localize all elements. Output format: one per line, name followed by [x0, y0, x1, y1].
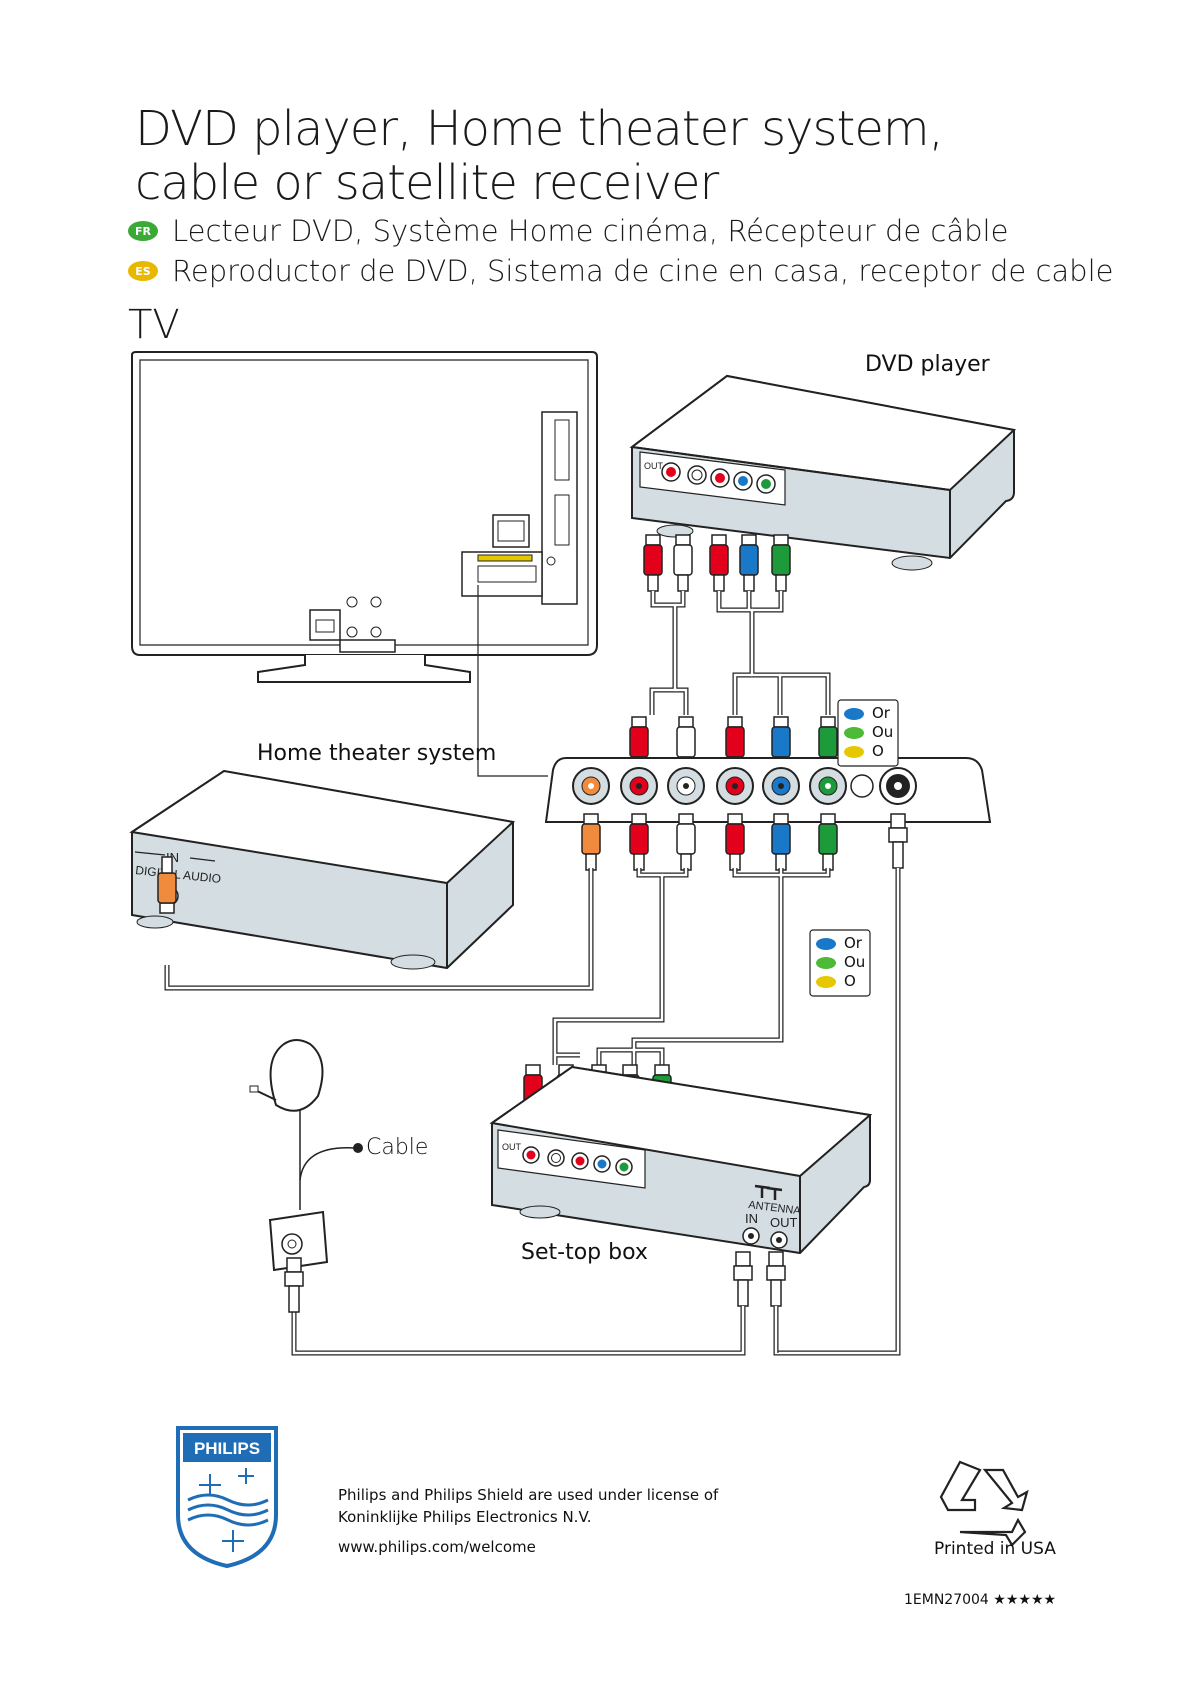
legend-2-item-0: Or	[816, 934, 865, 953]
tv-device	[131, 351, 598, 683]
satellite-dish-icon	[249, 1039, 324, 1210]
legend-dot-yellow	[844, 745, 864, 758]
legend-1: Or Ou O	[844, 704, 893, 761]
legend-dot-green	[844, 726, 864, 739]
dvd-player-label: DVD player	[865, 352, 990, 377]
philips-shield-logo	[176, 1426, 278, 1569]
legend-2-item-1: Ou	[816, 953, 865, 972]
stb-out-label: OUT	[502, 1142, 522, 1152]
legend-dot-yellow	[816, 975, 836, 988]
subtitle-es: ES Reproductor de DVD, Sistema de cine e…	[128, 254, 1113, 288]
subtitle-fr-text: Lecteur DVD, Système Home cinéma, Récept…	[172, 214, 1009, 248]
license-text: Philips and Philips Shield are used unde…	[338, 1484, 718, 1528]
home-theater-device: IN DIGITAL AUDIO IN	[129, 769, 516, 970]
home-theater-label: Home theater system	[257, 741, 497, 766]
dvd-player-device: OUT	[629, 374, 1017, 571]
set-top-box-device: OUT ANTENNA IN OUT	[489, 1065, 873, 1255]
philips-brand-text: PHILIPS	[194, 1439, 260, 1458]
legend-dot-blue	[844, 707, 864, 720]
subtitle-fr: FR Lecteur DVD, Système Home cinéma, Réc…	[128, 214, 1008, 248]
antenna-out-label: OUT	[770, 1215, 798, 1230]
title-line-2: cable or satellite receiver	[135, 155, 719, 211]
subtitle-es-text: Reproductor de DVD, Sistema de cine en c…	[172, 254, 1114, 288]
cable-label: Cable	[366, 1135, 429, 1160]
document-code: 1EMN27004 ★★★★★	[904, 1592, 1057, 1608]
page-title: DVD player, Home theater system, cable o…	[135, 101, 944, 211]
tv-label: TV	[128, 302, 180, 348]
tv-connector-panel	[544, 757, 992, 823]
legend-dot-blue	[816, 937, 836, 950]
recycle-icon	[939, 1460, 1029, 1547]
printed-in-usa: Printed in USA	[934, 1539, 1056, 1559]
philips-url: www.philips.com/welcome	[338, 1538, 536, 1556]
legend-2-item-2: O	[816, 972, 865, 991]
legend-2: Or Ou O	[816, 934, 865, 991]
license-line-2: Koninklijke Philips Electronics N.V.	[338, 1508, 592, 1526]
license-line-1: Philips and Philips Shield are used unde…	[338, 1486, 719, 1504]
legend-1-item-1: Ou	[844, 723, 893, 742]
svg-text:OUT: OUT	[644, 461, 664, 471]
legend-dot-green	[816, 956, 836, 969]
fr-badge: FR	[128, 221, 158, 241]
es-badge: ES	[128, 261, 158, 281]
wall-outlet-icon	[268, 1210, 329, 1272]
legend-1-item-0: Or	[844, 704, 893, 723]
legend-1-item-2: O	[844, 742, 893, 761]
set-top-box-label: Set-top box	[521, 1240, 648, 1265]
title-line-1: DVD player, Home theater system,	[135, 101, 944, 157]
antenna-in-label: IN	[745, 1211, 758, 1226]
